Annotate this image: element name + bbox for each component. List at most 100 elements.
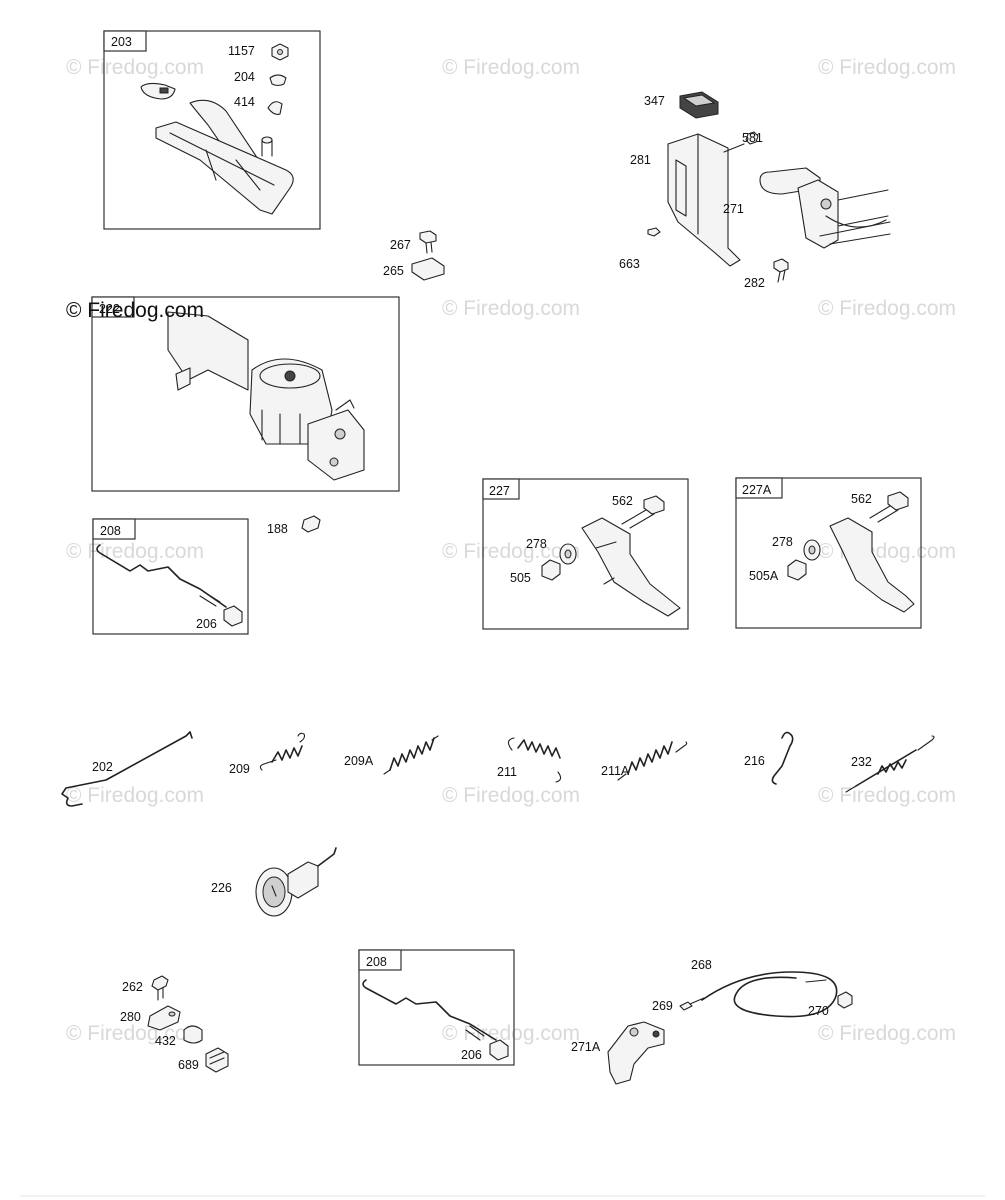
box-label-208-lower: 208 [366, 955, 387, 969]
part-label-232: 232 [851, 755, 872, 769]
linkage-rod [96, 544, 227, 608]
clip-265 [411, 257, 445, 281]
box-label-222: 222 [99, 302, 120, 316]
box-208-lower: 208 206 [358, 949, 515, 1066]
washer-278-hole [564, 549, 572, 559]
part-label-226: 226 [211, 881, 232, 895]
rod-thread-lower [465, 1025, 485, 1041]
box-208-lower-frame [358, 949, 515, 1066]
cable-268-ends [689, 979, 827, 1005]
watermark: © Firedog.com [818, 784, 956, 807]
part-label-282: 282 [744, 276, 765, 290]
box-203: 203 1157 204 414 [103, 30, 321, 230]
box-227a-tab [735, 477, 783, 499]
nut-hole [277, 49, 283, 55]
watermark: © Firedog.com [66, 56, 204, 79]
box-label-227a: 227A [742, 483, 772, 497]
bracket-281 [667, 133, 741, 267]
spring-232-coil [877, 759, 907, 775]
spring-209-hooks [259, 732, 306, 771]
watermark: © Firedog.com [818, 56, 956, 79]
part-label-270: 270 [808, 1004, 829, 1018]
box-222-frame [91, 296, 400, 492]
screw-188 [301, 515, 321, 533]
bolt-282-shank [777, 269, 786, 283]
part-label-188: 188 [267, 522, 288, 536]
nut-505a [787, 559, 807, 581]
control-plate [155, 121, 294, 215]
pivot-stud [261, 139, 273, 157]
box-label-208-upper: 208 [100, 524, 121, 538]
bracket-leader [723, 143, 745, 153]
part-label-267: 267 [390, 238, 411, 252]
part-label-268: 268 [691, 958, 712, 972]
bolt-shank-267 [425, 241, 433, 254]
lever-knob [140, 82, 176, 100]
control-cable [317, 847, 337, 867]
spring-232-wire [855, 749, 917, 787]
box-208-upper: 208 206 [92, 518, 249, 635]
part-label-1157: 1157 [228, 44, 255, 58]
part-label-209a: 209A [344, 754, 374, 768]
watermark: © Firedog.com [442, 297, 580, 320]
bracket-271a-hole [629, 1027, 639, 1037]
bolt-562a-shank [869, 505, 899, 523]
box-227-frame [482, 478, 689, 630]
box-227a-frame [735, 477, 922, 629]
part-label-505a: 505A [749, 569, 779, 583]
solenoid-detail [261, 409, 301, 445]
watermark: © Firedog.com [66, 1022, 204, 1045]
small-hardware: 262 280 432 689 [120, 975, 229, 1073]
fitting-206-lower [489, 1039, 509, 1061]
nut-270 [837, 991, 853, 1009]
spring-211a-ends [617, 741, 688, 781]
rod-thread [199, 591, 221, 607]
spring-232-ends [845, 735, 935, 793]
bracket-227 [581, 517, 681, 617]
box-222-tab [91, 296, 135, 318]
part-label-663: 663 [619, 257, 640, 271]
cable-assembly: 268 269 270 271A [571, 958, 853, 1085]
part-label-265: 265 [383, 264, 404, 278]
bracket-227-detail [595, 541, 617, 585]
box-208-upper-tab [92, 518, 136, 540]
part-label-269: 269 [652, 999, 673, 1013]
knob-insert [159, 87, 169, 94]
mount-tab [335, 399, 355, 411]
bracket-271a-pin [652, 1030, 660, 1038]
box-label-227: 227 [489, 484, 510, 498]
rod-202 [61, 731, 191, 807]
bracket-227a [829, 517, 915, 613]
clip-414 [267, 101, 283, 115]
screw-663 [647, 227, 661, 237]
part-label-281: 281 [630, 153, 651, 167]
part-label-204: 204 [234, 70, 255, 84]
box-label-203: 203 [111, 35, 132, 49]
part-label-280: 280 [120, 1010, 141, 1024]
part-label-562: 562 [612, 494, 633, 508]
part-label-505: 505 [510, 571, 531, 585]
part-label-432: 432 [155, 1034, 176, 1048]
part-label-581: 581 [742, 131, 763, 145]
box-203-tab [103, 30, 147, 52]
bolt-head-267 [419, 230, 437, 244]
part-188: 188 [267, 515, 321, 536]
clip-280-hole [168, 1011, 176, 1017]
knob-mark [271, 885, 277, 897]
mount-hole-1 [334, 428, 346, 440]
part-label-211: 211 [497, 765, 517, 779]
lever-rods [825, 189, 889, 228]
part-label-271a: 271A [571, 1040, 601, 1054]
watermark: © Firedog.com [66, 540, 204, 563]
part-label-414: 414 [234, 95, 255, 109]
parts-267-265: 267 265 [383, 230, 445, 281]
box-208-upper-frame [92, 518, 249, 635]
bracket-foot [175, 367, 191, 391]
switch-347-top [682, 94, 716, 107]
part-226: 226 [211, 847, 337, 917]
mount-plate [307, 409, 365, 481]
cable-268 [701, 971, 838, 1018]
lever-links [819, 221, 891, 245]
control-bracket-assembly: 347 581 281 271 663 282 [619, 91, 891, 290]
